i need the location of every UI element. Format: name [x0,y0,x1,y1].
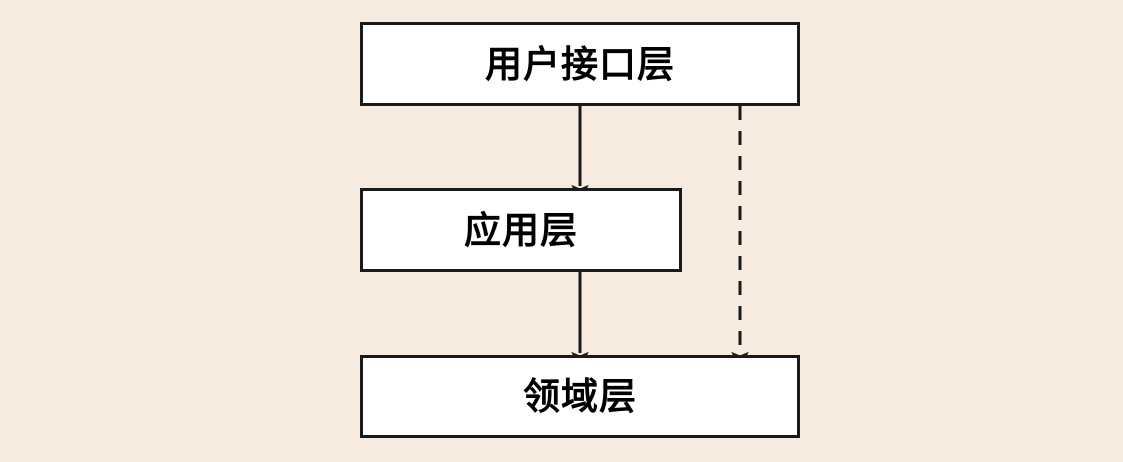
node-application-layer[interactable]: 应用层 [360,188,682,272]
node-user-interface-layer[interactable]: 用户接口层 [360,22,800,106]
node-label-application-layer: 应用层 [464,208,578,252]
node-label-domain-layer: 领域层 [523,375,637,418]
node-domain-layer[interactable]: 领域层 [360,355,800,438]
node-label-user-interface-layer: 用户接口层 [485,42,675,86]
